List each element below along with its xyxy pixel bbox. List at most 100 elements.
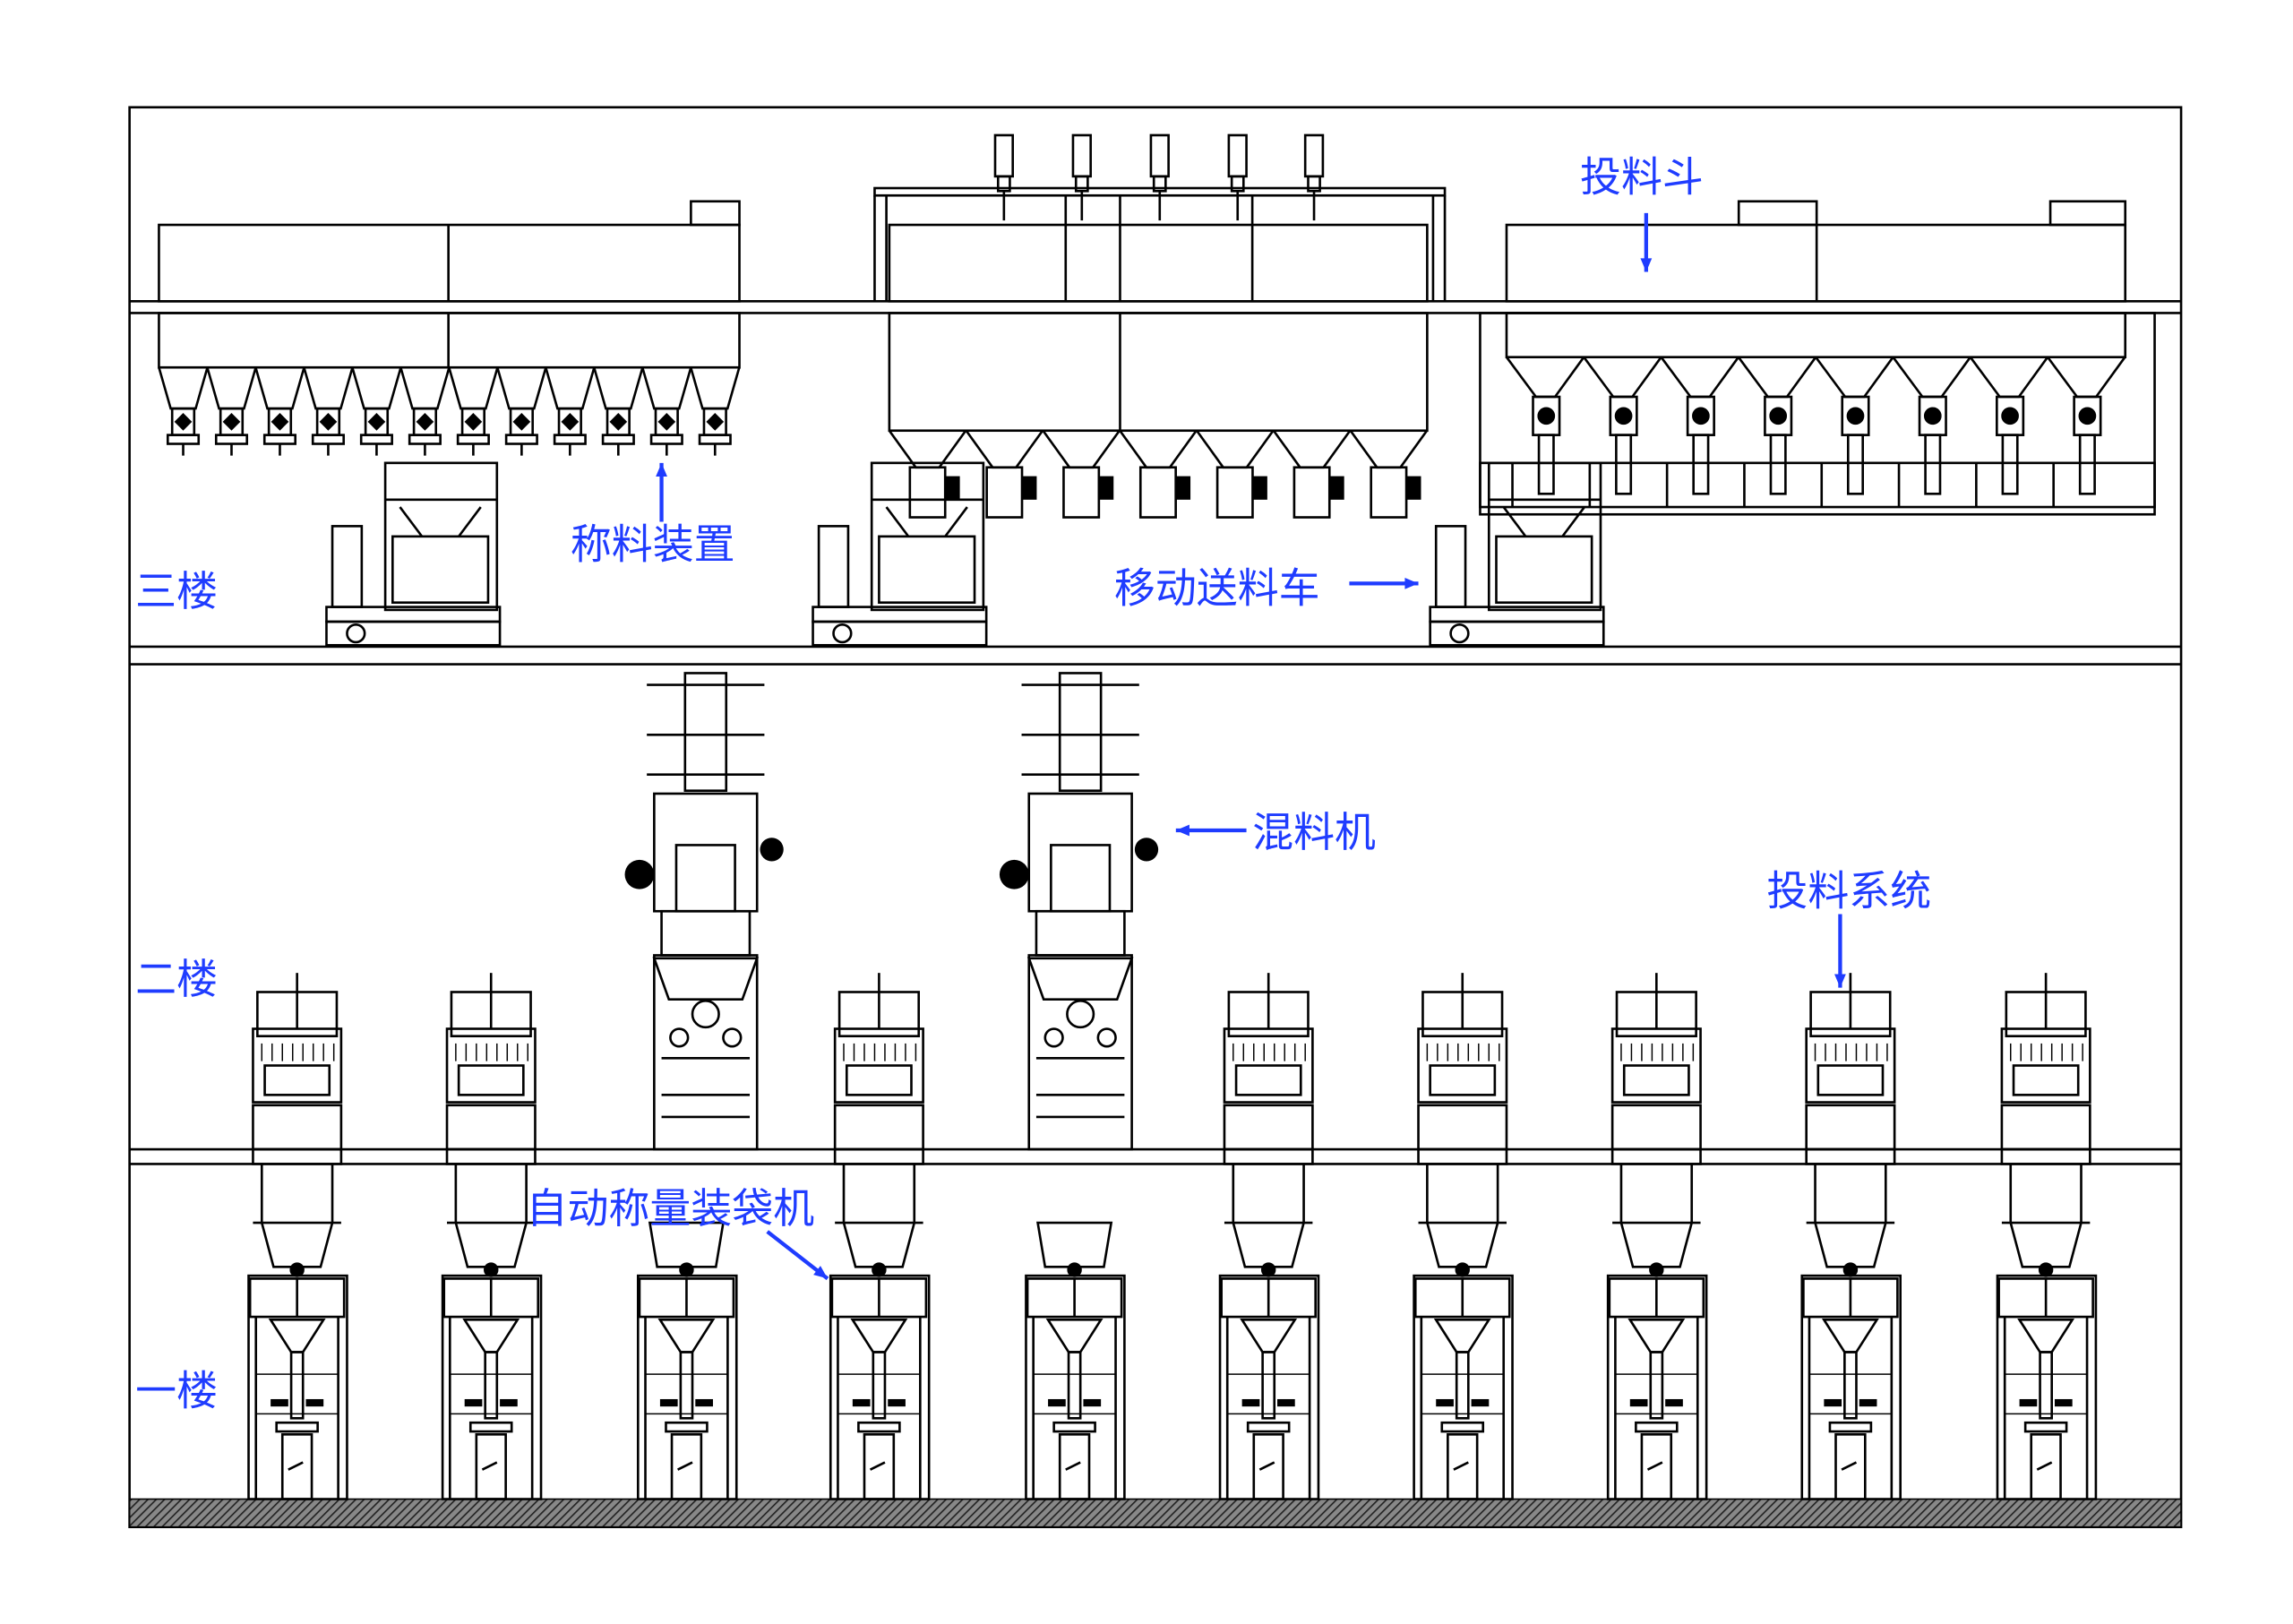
part xyxy=(857,1421,901,1433)
part xyxy=(1737,200,1818,227)
machine-head xyxy=(638,1277,735,1319)
arrow-auto-bagging-head xyxy=(813,1266,828,1279)
motor-icon xyxy=(1846,407,1865,425)
part xyxy=(252,1104,343,1151)
part xyxy=(1227,991,1310,1038)
mixer-1 xyxy=(624,672,784,1151)
valve-icon xyxy=(174,413,193,431)
machine-head xyxy=(1413,1277,1511,1319)
outlet xyxy=(2038,1262,2054,1277)
part xyxy=(399,506,482,537)
part xyxy=(553,434,587,445)
mixer-column xyxy=(683,672,728,793)
feeding-system-1 xyxy=(252,973,343,1268)
part xyxy=(691,1000,720,1029)
part xyxy=(817,525,850,608)
clamp xyxy=(1665,1398,1683,1407)
part xyxy=(1429,1064,1497,1096)
batch-silo-center xyxy=(873,133,1447,519)
outlet xyxy=(1842,1262,1859,1277)
motor-icon xyxy=(2001,407,2019,425)
bag xyxy=(1834,1433,1867,1500)
part xyxy=(869,1461,886,1471)
label-weighing-device: 称料装置 xyxy=(571,520,735,568)
gear-icon xyxy=(760,838,784,862)
part xyxy=(833,1147,924,1165)
weigh-hopper xyxy=(1045,1319,1104,1353)
part xyxy=(1495,535,1593,605)
clamp xyxy=(1859,1398,1877,1407)
machine-head xyxy=(1220,1277,1317,1319)
mixer-stand xyxy=(653,954,759,1151)
screw-feeder xyxy=(1062,466,1101,519)
motor xyxy=(1175,476,1191,500)
clamp xyxy=(1436,1398,1454,1407)
arrow-weighing-device-head xyxy=(656,462,667,477)
part xyxy=(1843,1351,1858,1420)
machine-head xyxy=(1026,1277,1123,1319)
screw-feeder xyxy=(1292,466,1331,519)
motor xyxy=(1406,476,1421,500)
part xyxy=(288,1461,304,1471)
weigh-hopper xyxy=(2017,1319,2075,1353)
feeder-cage xyxy=(1805,1027,1896,1104)
part xyxy=(1537,434,1555,495)
bagging-machine-3 xyxy=(636,1262,738,1500)
feeding-system-7 xyxy=(1417,973,1508,1268)
valve-icon xyxy=(561,413,580,431)
part xyxy=(1502,506,1585,537)
part xyxy=(1692,434,1710,495)
part xyxy=(1924,434,1942,495)
small-hopper xyxy=(648,1221,726,1268)
ground-hatch xyxy=(128,1498,2182,1528)
part xyxy=(445,1104,537,1151)
part xyxy=(351,366,402,410)
part xyxy=(1272,429,1352,469)
part xyxy=(1610,1147,1702,1165)
part xyxy=(1246,1421,1291,1433)
mobile-cart-3 xyxy=(1429,461,1605,647)
weigh-hopper xyxy=(657,1319,716,1353)
feeding-system-10 xyxy=(2000,973,2091,1268)
part xyxy=(1846,434,1865,495)
arrow-mixer-head xyxy=(1175,824,1189,837)
part xyxy=(837,991,921,1038)
valve-icon xyxy=(512,413,531,431)
part xyxy=(1646,1461,1663,1471)
clamp xyxy=(1277,1398,1295,1407)
chute xyxy=(1814,1164,1887,1268)
part xyxy=(445,1147,537,1165)
arrow-feeding-system-head xyxy=(1834,974,1846,988)
bagging-machine-2 xyxy=(441,1262,543,1500)
weigh-hopper xyxy=(850,1319,908,1353)
part xyxy=(1453,1461,1469,1471)
part xyxy=(1505,356,1585,399)
bag xyxy=(1640,1433,1673,1500)
part xyxy=(1805,1147,1896,1165)
part xyxy=(2000,1104,2091,1151)
building-structure xyxy=(128,106,2183,1529)
part xyxy=(1969,356,2049,399)
part xyxy=(1816,1064,1885,1096)
motor-icon xyxy=(1537,407,1556,425)
motor xyxy=(1329,476,1344,500)
clamp xyxy=(1083,1398,1102,1407)
motor xyxy=(1071,133,1092,178)
part xyxy=(1841,1461,1858,1471)
feeder-cage xyxy=(1417,1027,1508,1104)
label-auto-bagging: 自动称量装袋机 xyxy=(527,1184,815,1233)
part xyxy=(391,535,490,605)
bag xyxy=(475,1433,507,1500)
part xyxy=(1429,620,1605,647)
mixer-column xyxy=(1058,672,1103,793)
part xyxy=(456,434,490,445)
part xyxy=(1440,1421,1485,1433)
part xyxy=(2048,200,2127,227)
motor xyxy=(674,844,736,913)
part xyxy=(1505,312,2127,359)
part xyxy=(2023,1421,2068,1433)
part xyxy=(888,223,1429,303)
part xyxy=(1417,1147,1508,1165)
feeder-cage xyxy=(445,1027,537,1104)
part xyxy=(689,366,741,410)
